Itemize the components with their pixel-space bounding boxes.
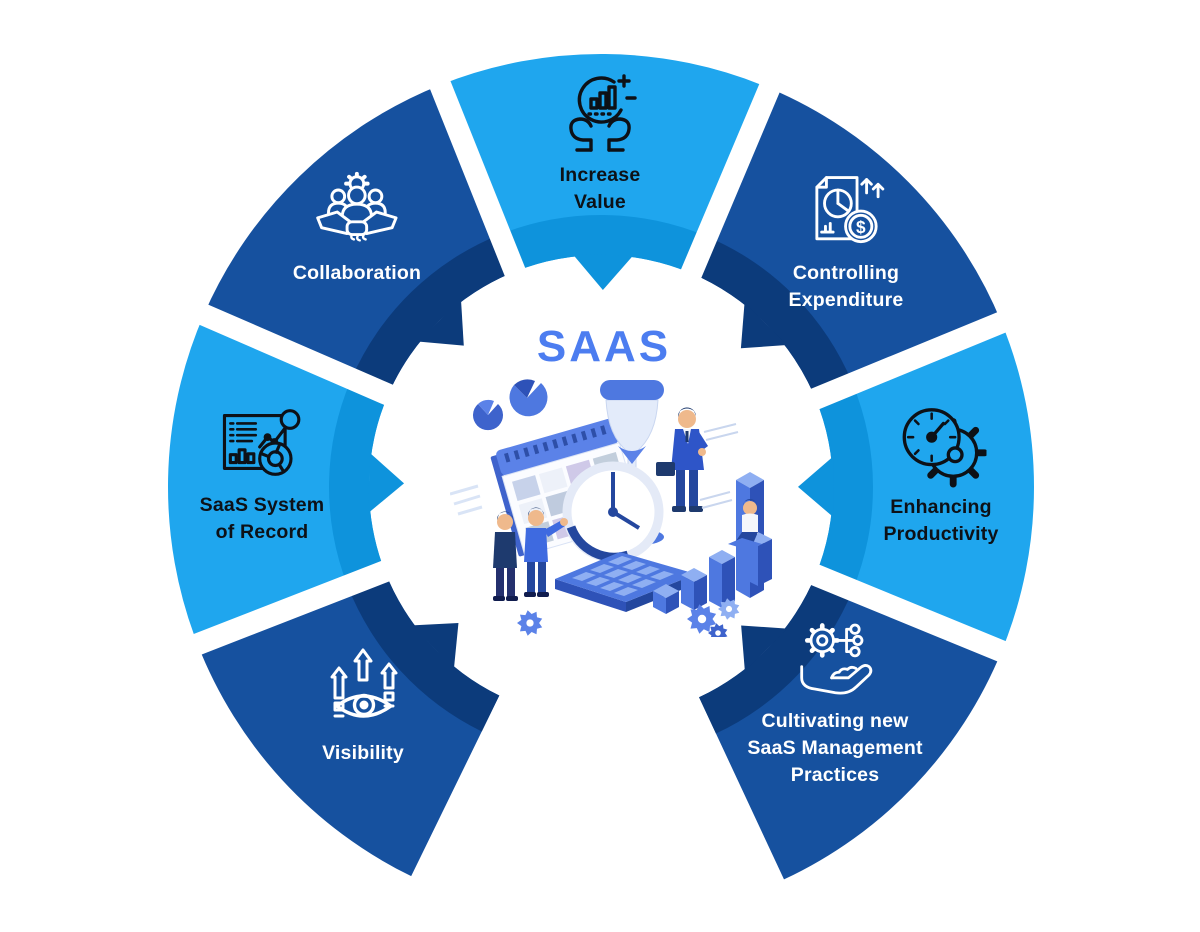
segment-divider xyxy=(663,68,787,320)
center-title: SAAS xyxy=(536,322,672,371)
segment-label-line: Controlling xyxy=(792,262,900,284)
segment-pointer-collaboration xyxy=(417,299,464,346)
segment-label-line: Collaboration xyxy=(292,262,422,284)
gear-hub xyxy=(715,630,721,636)
productivity-gauge-gear-icon xyxy=(902,408,986,488)
segment-divider xyxy=(768,547,1022,668)
segment-divider xyxy=(183,297,435,424)
segment-wedge-enhancing-productivity xyxy=(815,322,1034,652)
businessman-icon xyxy=(656,407,708,512)
segment-divider xyxy=(177,544,432,661)
records-dashboard-icon xyxy=(223,409,301,476)
segment-wedge-saas-system-of-record xyxy=(168,314,389,645)
gear-hub xyxy=(526,619,534,627)
segment-inner-band-saas-system-of-record xyxy=(329,378,389,586)
standing-people-icon xyxy=(493,507,568,601)
segment-cultivating-practices: Cultivating new SaaS Management Practice… xyxy=(747,618,922,789)
segment-inner-band-cultivating-practices xyxy=(699,575,853,734)
segment-inner-band-enhancing-productivity xyxy=(815,383,873,591)
segment-collaboration: Collaboration xyxy=(293,170,421,287)
segment-label-line: of Record xyxy=(215,521,309,543)
collaboration-handshake-icon xyxy=(316,171,398,242)
segment-label-line: Cultivating new xyxy=(761,710,909,732)
segment-controlling-expenditure: $ Controlling Expenditure xyxy=(789,168,904,314)
calculator-icon xyxy=(555,552,696,612)
text-lines-icon xyxy=(699,423,739,509)
svg-text:$: $ xyxy=(856,217,866,237)
segment-label-line: Enhancing xyxy=(890,496,992,518)
segment-divider xyxy=(423,65,543,319)
hand-gear-network-icon xyxy=(799,623,872,695)
gears-icon xyxy=(517,598,740,637)
sitting-person-icon xyxy=(728,499,772,586)
segment-inner-band-collaboration xyxy=(351,234,515,395)
segment-pointer-visibility xyxy=(412,622,459,669)
increase-value-icon xyxy=(569,74,637,152)
segment-visibility: Visibility xyxy=(317,644,409,767)
segment-label-line: SaaS System xyxy=(199,494,325,516)
segment-inner-band-increase-value xyxy=(499,214,707,274)
pie-slices-icon xyxy=(473,379,548,431)
segment-pointer-increase-value xyxy=(573,254,634,291)
segment-inner-band-visibility xyxy=(347,571,500,732)
segment-label-line: Value xyxy=(574,191,626,213)
segment-pointer-saas-system-of-record xyxy=(368,452,405,513)
gear-hub xyxy=(725,605,733,613)
segment-saas-system-of-record: SaaS System of Record xyxy=(200,398,325,546)
segment-label-line: SaaS Management xyxy=(747,737,923,759)
expenditure-report-icon: $ xyxy=(815,176,885,244)
segment-divider xyxy=(768,305,1022,427)
gear-icon xyxy=(708,623,728,637)
speed-lines-icon xyxy=(450,484,483,516)
segment-inner-band-controlling-expenditure xyxy=(691,236,853,399)
segment-label-line: Practices xyxy=(790,764,880,786)
segment-pointer-controlling-expenditure xyxy=(740,302,788,349)
segment-label-line: Productivity xyxy=(883,523,999,545)
segment-wedge-increase-value xyxy=(440,53,770,274)
eye-arrows-icon xyxy=(330,648,398,718)
segment-label-line: Expenditure xyxy=(788,289,904,311)
segment-label-line: Increase xyxy=(559,164,641,186)
gear-hub xyxy=(697,614,707,624)
segment-label-line: Visibility xyxy=(322,742,404,764)
segment-increase-value: Increase Value xyxy=(555,68,645,216)
segment-pointer-cultivating-practices xyxy=(741,625,788,672)
segment-enhancing-productivity: Enhancing Productivity xyxy=(883,400,998,548)
segment-pointer-enhancing-productivity xyxy=(797,456,834,517)
saas-center-illustration xyxy=(450,379,772,637)
